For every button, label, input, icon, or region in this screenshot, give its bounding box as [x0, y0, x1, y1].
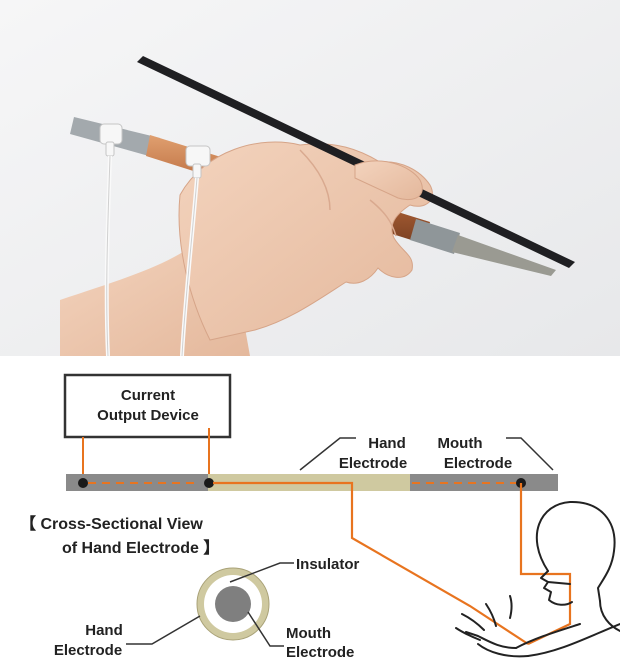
thumb	[354, 160, 423, 201]
cross-section-title-line2: of Hand Electrode 】	[62, 539, 219, 557]
mouth-electrode-label-line1: Mouth	[438, 435, 483, 452]
hand-electrode-callout	[299, 437, 356, 471]
black-chopstick	[137, 56, 575, 268]
person-face	[540, 570, 573, 606]
electrode-chopstick-tip	[452, 235, 556, 276]
current-output-device-box	[63, 373, 232, 439]
current-path-hand	[213, 481, 529, 645]
current-path-mouth	[519, 483, 572, 645]
device-label-line2: Output Device	[97, 407, 199, 424]
person-arm-top	[527, 623, 620, 657]
person-lips	[547, 581, 571, 585]
connector-right	[185, 145, 211, 179]
insulator-callout	[229, 562, 294, 583]
cs-hand-electrode-label-line2: Electrode	[54, 642, 122, 659]
insulator-label: Insulator	[296, 556, 360, 573]
hand-electrode-label-line2: Electrode	[339, 455, 407, 472]
hand-electrode-label-line1: Hand	[368, 435, 406, 452]
mouth-electrode-callout	[506, 437, 554, 471]
person-hand	[455, 595, 517, 649]
person-hand-base	[477, 643, 529, 658]
person-illustration	[455, 500, 620, 658]
photo-chopsticks-hand	[0, 0, 620, 356]
device-label-line1: Current	[121, 387, 175, 404]
contact-dot-hand	[204, 478, 214, 488]
hand-crease	[299, 149, 331, 211]
person-head	[535, 500, 616, 602]
finger-crease	[369, 199, 397, 237]
person-neck	[599, 600, 620, 632]
cs-mouth-electrode-callout	[247, 611, 284, 647]
hand	[178, 141, 433, 341]
contact-dot-left	[78, 478, 88, 488]
diagram-svg: Current Output Device Hand Electrode Mou…	[20, 373, 620, 661]
person-arm-inner	[515, 623, 581, 649]
cable-left-edge	[106, 155, 111, 356]
mouth-electrode-label-line2: Electrode	[444, 455, 512, 472]
photo-illustration	[0, 0, 620, 356]
cross-section-mouth-electrode-core	[215, 586, 251, 622]
cable-right-edge	[181, 177, 198, 356]
diagram: Current Output Device Hand Electrode Mou…	[0, 356, 620, 662]
cross-section-title-line1: 【 Cross-Sectional View	[20, 515, 203, 533]
cs-hand-electrode-callout	[126, 615, 201, 645]
cs-mouth-electrode-label-line1: Mouth	[286, 625, 331, 642]
cs-hand-electrode-label-line1: Hand	[85, 622, 123, 639]
electrode-chopstick-sleeve	[410, 219, 460, 254]
cs-mouth-electrode-label-line2: Electrode	[286, 644, 354, 661]
